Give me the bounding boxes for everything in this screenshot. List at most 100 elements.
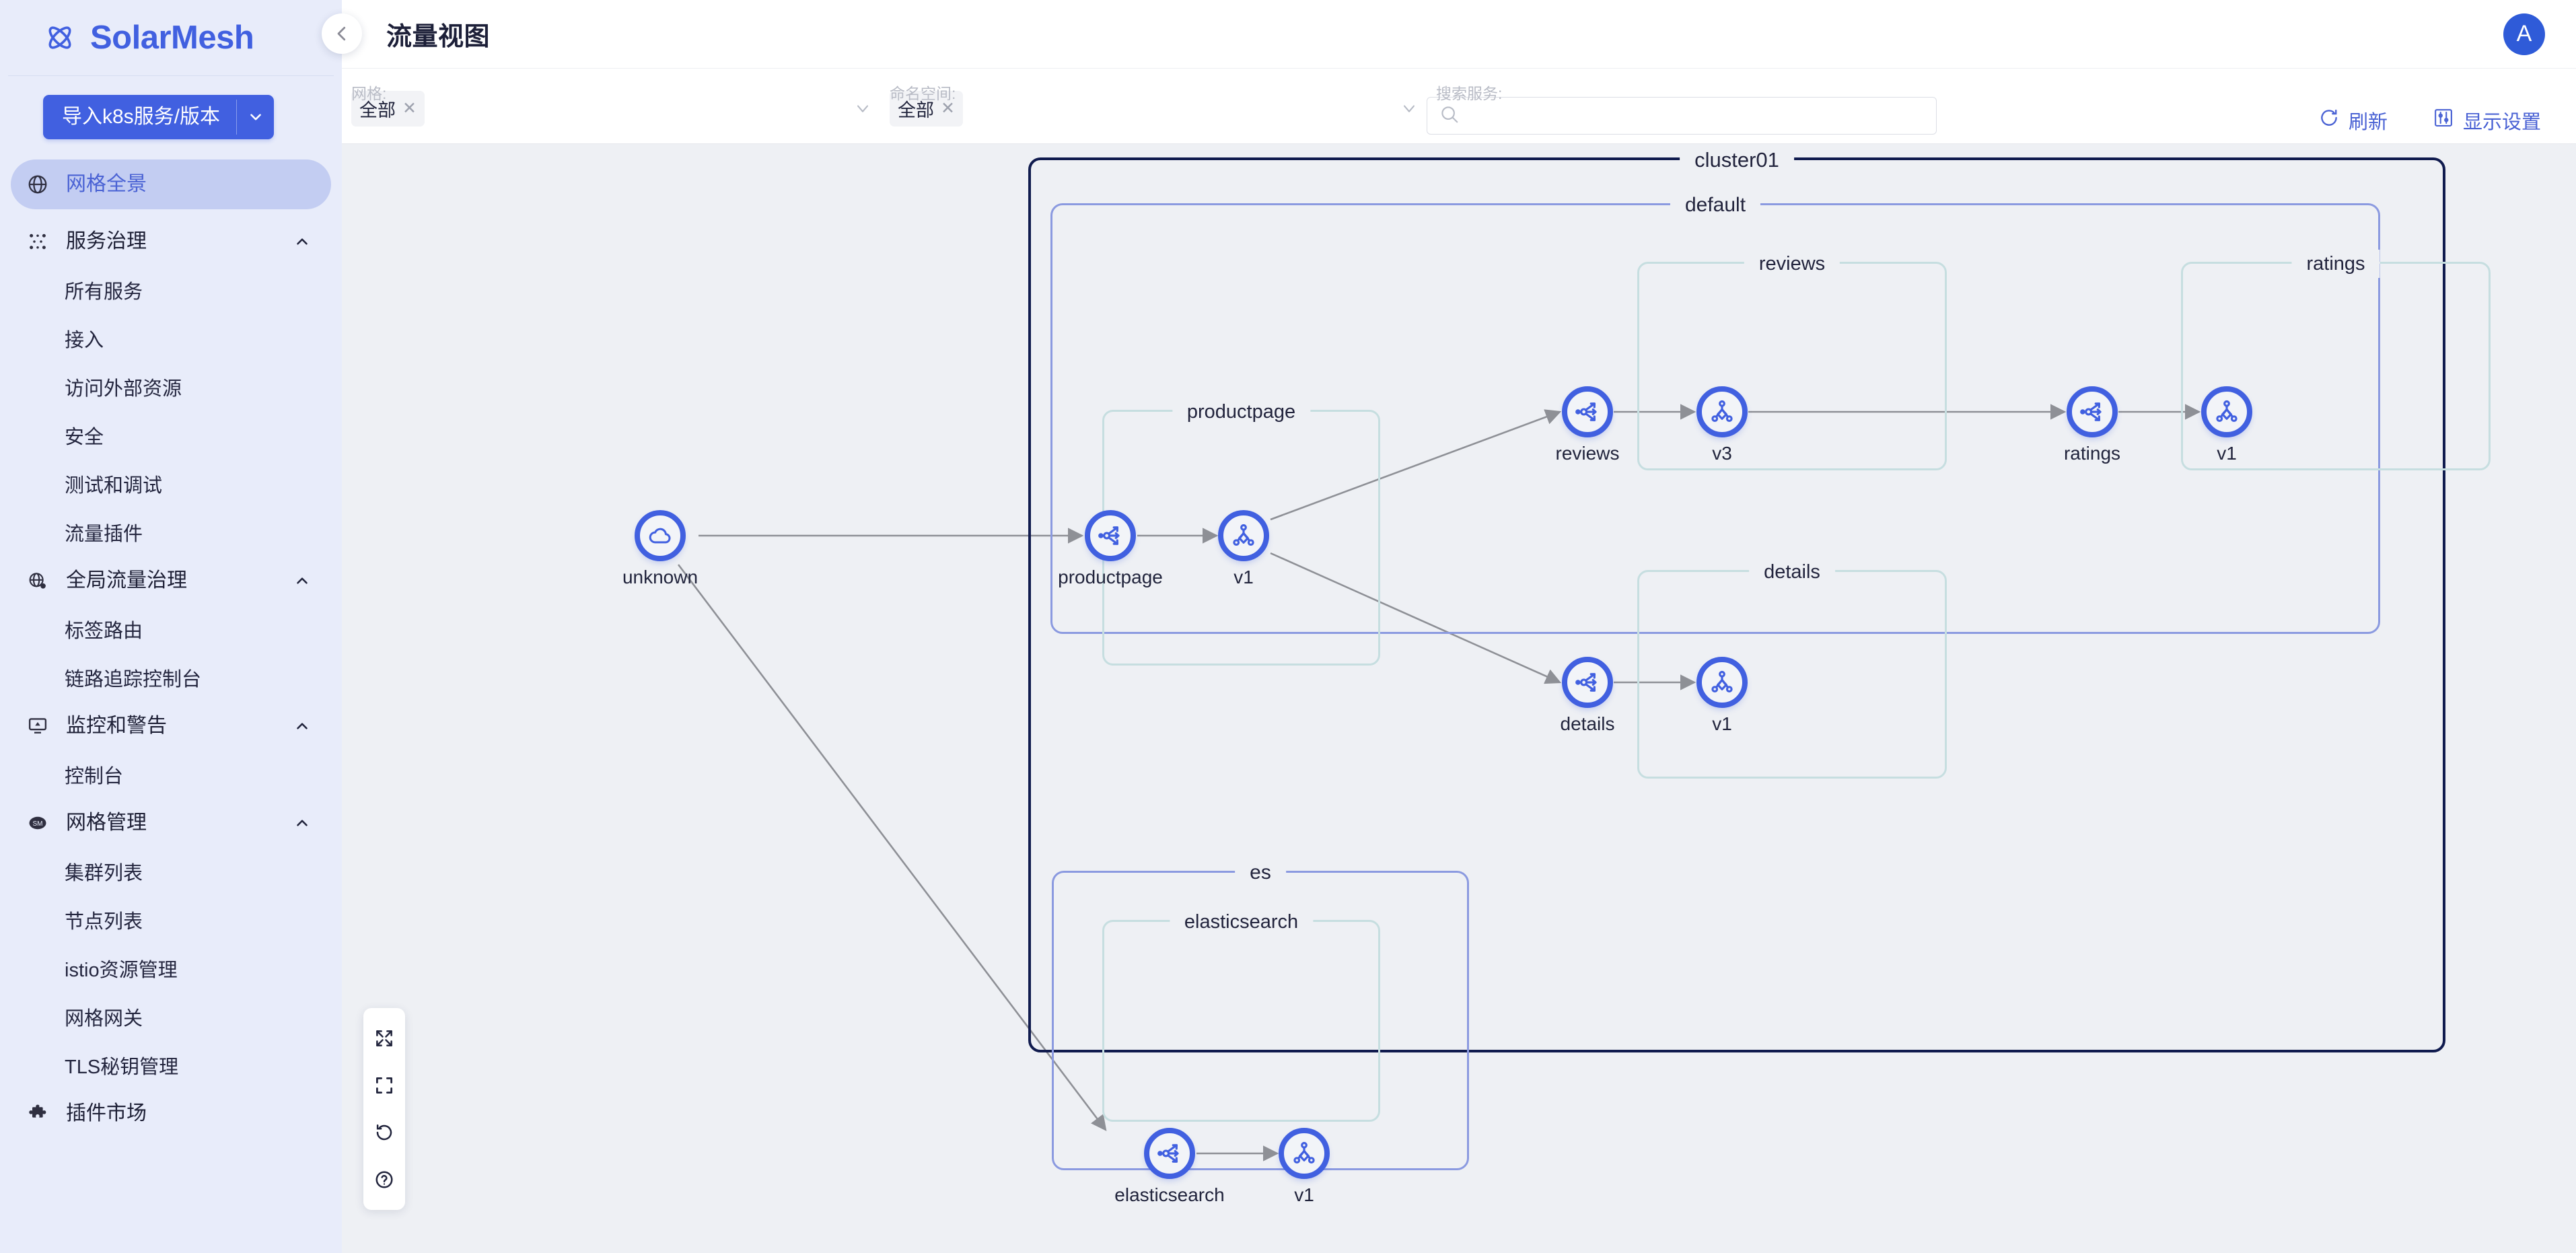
service-mesh-icon [24, 231, 51, 252]
chevron-up-icon[interactable] [293, 717, 311, 735]
sidebar: SolarMesh 导入k8s服务/版本 网格全景 [0, 0, 342, 1253]
main-area: 流量视图 A 网格: 全部 ✕ 命名空间: [322, 0, 2576, 1253]
sidebar-item-test-debug[interactable]: 测试和调试 [65, 475, 163, 497]
brand: SolarMesh [0, 0, 342, 75]
node-label: productpage [1058, 567, 1163, 587]
cluster-label: cluster01 [1680, 146, 1794, 174]
node-label: unknown [622, 567, 699, 587]
sm-badge-icon: SM [24, 813, 51, 833]
node-label: details [1560, 713, 1615, 734]
node-label: v1 [1294, 1184, 1314, 1205]
sidebar-item-mesh-gateway[interactable]: 网格网关 [65, 1008, 143, 1030]
filter-bar: 网格: 全部 ✕ 命名空间: 全部 ✕ [342, 69, 2576, 144]
mesh-filter[interactable]: 网格: 全部 ✕ [342, 78, 880, 129]
namespace-filter-value: 全部 [898, 100, 934, 120]
search-box[interactable] [1427, 97, 1937, 135]
service-group-label: details [1749, 558, 1835, 586]
sidebar-group-label: 服务治理 [66, 230, 147, 252]
service-group-label: elasticsearch [1169, 908, 1314, 936]
hierarchy-icon[interactable] [1696, 386, 1748, 437]
cloud-icon[interactable] [635, 510, 686, 561]
import-button-divider [236, 100, 238, 135]
sidebar-group-service-governance[interactable]: 服务治理 [0, 217, 342, 266]
traffic-globe-icon [24, 571, 51, 591]
chevron-up-icon[interactable] [293, 814, 311, 832]
service-group-ratings[interactable]: ratings [2181, 250, 2491, 470]
mesh-filter-tag[interactable]: 全部 ✕ [351, 90, 425, 127]
sidebar-item-label: 插件市场 [66, 1102, 147, 1124]
service-group-reviews[interactable]: reviews [1637, 250, 1947, 470]
service-distribute-icon[interactable] [1085, 510, 1136, 561]
sidebar-item-security[interactable]: 安全 [65, 427, 104, 448]
fit-screen-icon[interactable] [363, 1062, 405, 1109]
chevron-up-icon[interactable] [293, 233, 311, 250]
sidebar-item-node-list[interactable]: 节点列表 [65, 911, 143, 933]
sidebar-item-tracing-console[interactable]: 链路追踪控制台 [65, 669, 202, 690]
node-label: v1 [1712, 713, 1732, 734]
chevron-down-icon[interactable] [1384, 99, 1419, 118]
import-button-label: 导入k8s服务/版本 [62, 106, 221, 128]
sidebar-group-mesh-management[interactable]: SM 网格管理 [0, 799, 342, 847]
sidebar-item-all-services[interactable]: 所有服务 [65, 281, 143, 303]
display-settings-button[interactable]: 显示设置 [2433, 106, 2541, 135]
sidebar-item-console[interactable]: 控制台 [65, 766, 124, 787]
expand-arrows-icon[interactable] [363, 1015, 405, 1062]
atom-icon [44, 22, 75, 53]
search-icon [1439, 104, 1460, 128]
traffic-graph-canvas[interactable]: cluster01 default es productpage reviews… [342, 144, 2576, 1253]
cluster-box-cluster01[interactable]: cluster01 [1028, 146, 2445, 1052]
search-input[interactable] [1468, 105, 1924, 127]
chevron-left-icon[interactable] [322, 13, 362, 54]
sidebar-item-external-resources[interactable]: 访问外部资源 [65, 378, 182, 400]
sidebar-item-istio-resources[interactable]: istio资源管理 [65, 960, 178, 981]
sidebar-item-tls-keys[interactable]: TLS秘钥管理 [65, 1057, 179, 1078]
service-group-details[interactable]: details [1637, 558, 1947, 779]
sidebar-item-label-routing[interactable]: 标签路由 [65, 620, 143, 642]
hierarchy-icon[interactable] [1696, 657, 1748, 708]
sliders-icon [2433, 108, 2454, 133]
sidebar-item-ingress[interactable]: 接入 [65, 330, 104, 351]
brand-name: SolarMesh [90, 19, 254, 56]
service-distribute-icon[interactable] [1562, 657, 1613, 708]
chevron-down-icon[interactable] [237, 95, 274, 139]
sidebar-group-monitoring-alerts[interactable]: 监控和警告 [0, 702, 342, 750]
chevron-down-icon[interactable] [837, 99, 872, 118]
import-k8s-service-button[interactable]: 导入k8s服务/版本 [43, 95, 275, 139]
sidebar-group-global-traffic[interactable]: 全局流量治理 [0, 557, 342, 605]
namespace-filter-tag[interactable]: 全部 ✕ [890, 90, 963, 127]
hierarchy-icon[interactable] [2201, 386, 2252, 437]
mesh-filter-value: 全部 [359, 100, 396, 120]
avatar[interactable]: A [2503, 13, 2545, 55]
chevron-up-icon[interactable] [293, 572, 311, 589]
sidebar-item-plugin-market[interactable]: 插件市场 [0, 1089, 342, 1138]
namespace-filter[interactable]: 命名空间: 全部 ✕ [880, 78, 1427, 129]
sidebar-item-mesh-overview[interactable]: 网格全景 [11, 159, 331, 209]
node-label: ratings [2063, 443, 2121, 464]
node-label: v1 [2217, 443, 2237, 464]
puzzle-icon [24, 1104, 51, 1124]
namespace-filter-label: 命名空间: [890, 85, 956, 102]
refresh-button[interactable]: 刷新 [2319, 106, 2388, 135]
sidebar-item-traffic-plugins[interactable]: 流量插件 [65, 524, 143, 545]
close-icon[interactable]: ✕ [402, 99, 417, 118]
sidebar-item-label: 网格全景 [66, 173, 147, 195]
sidebar-group-label: 网格管理 [66, 812, 147, 834]
namespace-box-default[interactable]: default [1050, 191, 2380, 634]
hierarchy-icon[interactable] [1218, 510, 1269, 561]
node-label: v1 [1233, 567, 1254, 587]
mesh-filter-label: 网格: [351, 85, 387, 102]
service-group-elasticsearch[interactable]: elasticsearch [1102, 908, 1380, 1122]
service-distribute-icon[interactable] [1144, 1128, 1195, 1179]
sidebar-group-label: 监控和警告 [66, 715, 167, 737]
reset-icon[interactable] [363, 1109, 405, 1156]
help-icon[interactable] [363, 1156, 405, 1203]
display-settings-label: 显示设置 [2462, 112, 2541, 133]
service-distribute-icon[interactable] [2067, 386, 2118, 437]
service-distribute-icon[interactable] [1562, 386, 1613, 437]
close-icon[interactable]: ✕ [941, 99, 955, 118]
namespace-box-es[interactable]: es [1052, 859, 1469, 1170]
top-bar: 流量视图 A [322, 0, 2576, 69]
sidebar-item-cluster-list[interactable]: 集群列表 [65, 863, 143, 884]
hierarchy-icon[interactable] [1279, 1128, 1330, 1179]
sidebar-nav: 网格全景 服务治理 所有服务 接入 访问外部资源 安全 [0, 157, 342, 1253]
